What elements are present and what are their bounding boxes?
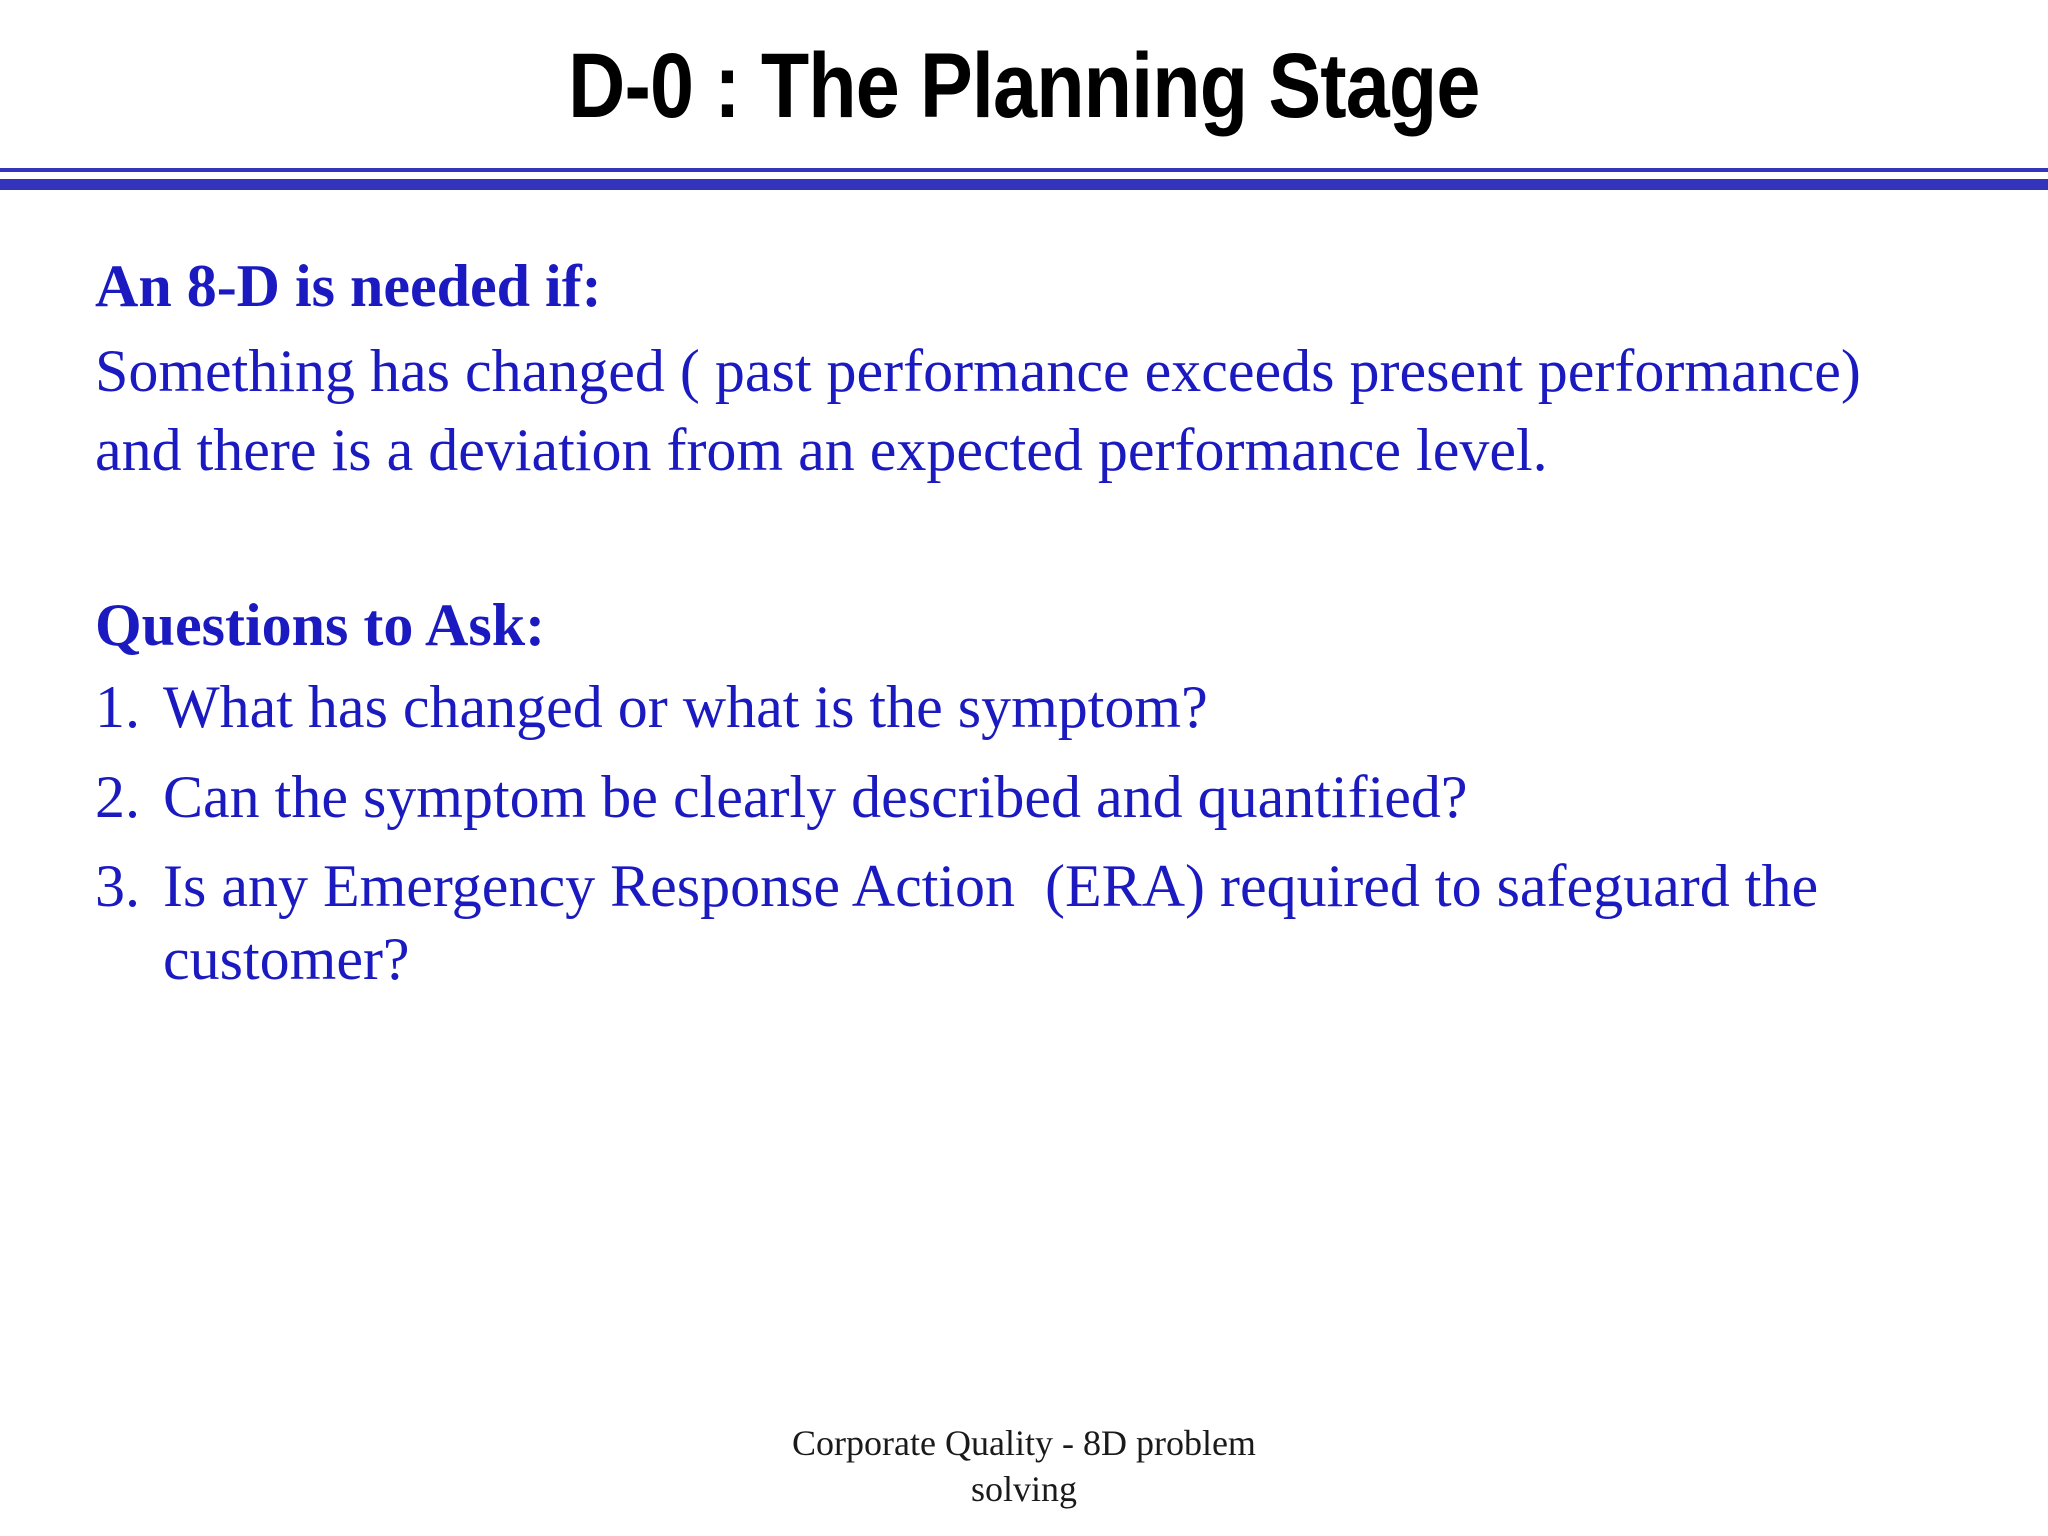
header-divider-thin bbox=[0, 168, 2048, 172]
list-item: 3. Is any Emergency Response Action (ERA… bbox=[95, 850, 1993, 996]
list-item-number: 1. bbox=[95, 674, 140, 741]
list-item-number: 2. bbox=[95, 763, 140, 830]
section-heading-questions: Questions to Ask: bbox=[95, 592, 546, 659]
lead-heading: An 8-D is needed if: bbox=[95, 253, 602, 319]
page-title: D-0 : The Planning Stage bbox=[568, 35, 1480, 137]
list-item-label: Can the symptom be clearly described and… bbox=[163, 763, 1468, 830]
list-item-label: Is any Emergency Response Action (ERA) r… bbox=[163, 852, 1834, 992]
list-item: 1. What has changed or what is the sympt… bbox=[95, 671, 1993, 744]
footer-line-2: solving bbox=[970, 1469, 1077, 1510]
questions-list: 1. What has changed or what is the sympt… bbox=[95, 671, 1975, 996]
list-item-label: What has changed or what is the symptom? bbox=[163, 674, 1208, 741]
list-item-number: 3. bbox=[95, 852, 140, 919]
lead-paragraph: Something has changed ( past performance… bbox=[95, 338, 1861, 484]
slide-footer: Corporate Quality - 8D problem solving bbox=[0, 1420, 2048, 1512]
slide-body: An 8-D is needed if: Something has chang… bbox=[95, 255, 1975, 1012]
header-divider-thick bbox=[0, 179, 2048, 190]
slide-title-block: D-0 : The Planning Stage bbox=[0, 40, 2048, 132]
footer-line-1: Corporate Quality - 8D problem bbox=[792, 1423, 1256, 1463]
list-item: 2. Can the symptom be clearly described … bbox=[95, 761, 1993, 834]
